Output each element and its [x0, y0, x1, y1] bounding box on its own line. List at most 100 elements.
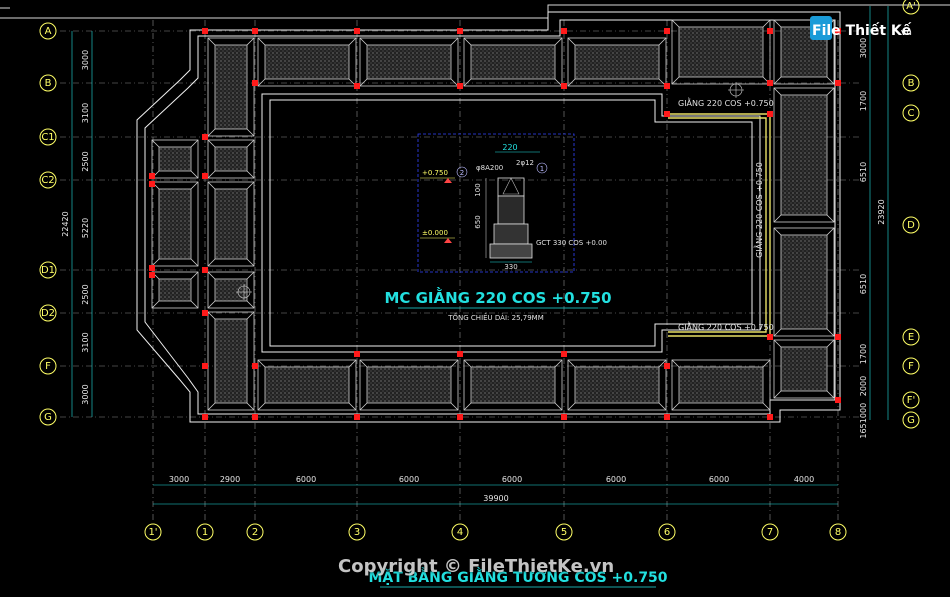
svg-text:3: 3	[354, 527, 360, 538]
column-mark	[664, 111, 670, 117]
column-mark	[767, 414, 773, 420]
dim-100: 100	[474, 183, 482, 196]
svg-text:6000: 6000	[502, 475, 522, 484]
beam-label-bottom: GIẰNG 220 COS +0.750	[678, 320, 774, 332]
axis-bubble-bottom-7: 7	[761, 523, 779, 541]
svg-text:C: C	[908, 108, 915, 119]
column-mark	[561, 414, 567, 420]
svg-text:6000: 6000	[606, 475, 626, 484]
dim-650: 650	[474, 215, 482, 228]
svg-text:39900: 39900	[483, 494, 508, 503]
axis-bubble-left-g: G	[39, 408, 57, 426]
column-mark	[354, 28, 360, 34]
svg-text:3100: 3100	[81, 103, 90, 123]
column-mark	[767, 28, 773, 34]
svg-text:6: 6	[664, 527, 670, 538]
wall-panels	[151, 19, 835, 411]
svg-text:E: E	[908, 332, 914, 343]
wall-panel	[773, 19, 835, 85]
column-mark	[767, 80, 773, 86]
svg-text:A': A'	[906, 1, 916, 12]
column-mark	[561, 351, 567, 357]
axis-bubble-right-d: D	[902, 216, 920, 234]
axis-bubble-bottom-5: 5	[555, 523, 573, 541]
wall-panel	[567, 37, 667, 87]
svg-text:5: 5	[561, 527, 567, 538]
axis-bubble-left-f: F	[39, 357, 57, 375]
svg-text:2900: 2900	[220, 475, 240, 484]
level-zero: ±0.000	[422, 229, 448, 237]
svg-text:8: 8	[835, 527, 841, 538]
svg-text:F: F	[45, 361, 51, 372]
axis-bubble-right-f: F	[902, 357, 920, 375]
wall-panel	[207, 311, 255, 411]
columns	[149, 28, 841, 420]
wall-panel	[671, 359, 771, 411]
wall-panel	[207, 139, 255, 179]
copyright-watermark: Copyright © FileThietKe.vn	[338, 556, 615, 577]
wall-panel	[151, 181, 199, 267]
svg-text:6000: 6000	[296, 475, 316, 484]
column-mark	[202, 134, 208, 140]
axis-bubble-right-fp: F'	[902, 391, 920, 409]
svg-text:23920: 23920	[877, 199, 886, 224]
wall-panel	[207, 181, 255, 267]
column-mark	[457, 83, 463, 89]
wall-panel	[463, 359, 563, 411]
column-mark	[457, 28, 463, 34]
column-mark	[561, 83, 567, 89]
axis-bubble-bottom-1p: 1'	[144, 523, 162, 541]
filethietke-logo: File Thiết Kế .vn	[810, 14, 920, 44]
column-mark	[149, 173, 155, 179]
svg-text:3000: 3000	[81, 384, 90, 404]
svg-text:3000: 3000	[169, 475, 189, 484]
svg-text:G: G	[44, 412, 52, 423]
column-mark	[664, 83, 670, 89]
svg-text:1700: 1700	[859, 91, 868, 111]
wall-panel	[773, 227, 835, 337]
svg-text:6000: 6000	[709, 475, 729, 484]
axis-bubble-bottom-1: 1	[196, 523, 214, 541]
axis-bubble-right-e: E	[902, 328, 920, 346]
svg-text:4: 4	[457, 527, 463, 538]
svg-text:6510: 6510	[859, 274, 868, 294]
marker-2: 2	[460, 169, 464, 177]
axis-bubble-left-c1: C1	[39, 128, 57, 146]
column-mark	[149, 181, 155, 187]
svg-text:C2: C2	[41, 175, 54, 186]
svg-text:2000: 2000	[859, 376, 868, 396]
section-title-group: MC GIẰNG 220 COS +0.750 TỔNG CHIỀU DÀI: …	[384, 286, 611, 322]
beam-label-top: GIẰNG 220 COS +0.750	[678, 96, 774, 108]
column-mark	[202, 173, 208, 179]
wall-panel	[257, 37, 357, 87]
svg-text:1700: 1700	[859, 344, 868, 364]
column-mark	[202, 363, 208, 369]
axis-bubble-left-b: B	[39, 74, 57, 92]
column-mark	[202, 267, 208, 273]
axis-bubble-bottom-3: 3	[348, 523, 366, 541]
svg-text:F: F	[908, 361, 914, 372]
wall-panel	[359, 37, 459, 87]
svg-text:B: B	[45, 78, 52, 89]
wall-panel	[567, 359, 667, 411]
axis-bubble-right-g: G	[902, 411, 920, 429]
level-top: +0.750	[422, 169, 448, 177]
svg-text:6510: 6510	[859, 162, 868, 182]
wall-panel	[773, 339, 835, 399]
axis-bubble-left-a: A	[39, 22, 57, 40]
beam-label-right: GIẰNG 220 COS +0.750	[752, 162, 764, 258]
column-mark	[767, 334, 773, 340]
column-mark	[149, 272, 155, 278]
column-mark	[354, 351, 360, 357]
section-title: MC GIẰNG 220 COS +0.750	[384, 286, 611, 307]
rebar-label: 2φ12	[516, 159, 534, 167]
axis-bubble-left-c2: C2	[39, 171, 57, 189]
beam-lines	[668, 113, 771, 337]
svg-text:1000: 1000	[859, 403, 868, 423]
building-outline	[136, 11, 841, 423]
column-mark	[252, 80, 258, 86]
svg-text:2: 2	[252, 527, 258, 538]
column-mark	[664, 414, 670, 420]
